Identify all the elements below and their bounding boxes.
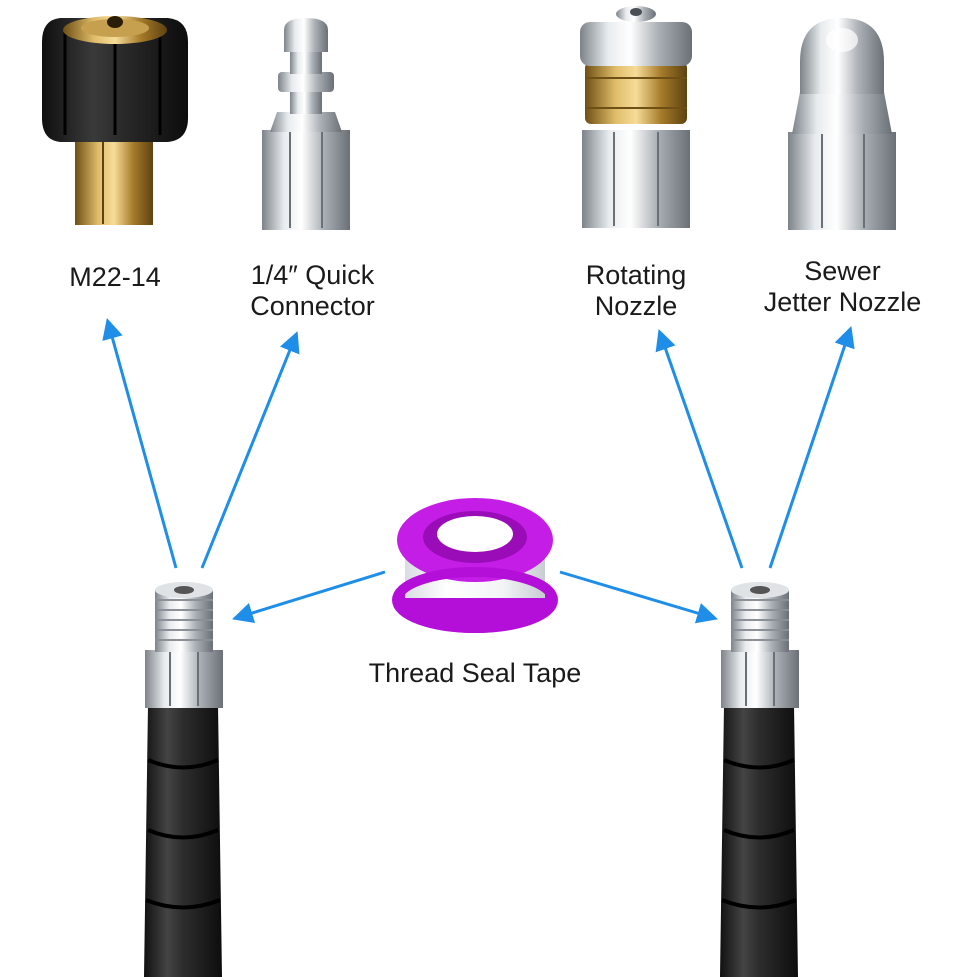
thread-seal-tape-icon bbox=[392, 498, 558, 633]
label-rotating-nozzle-line1: Rotating bbox=[585, 260, 687, 290]
quick-connector-icon bbox=[262, 18, 350, 230]
arrow-m22 bbox=[102, 317, 178, 569]
label-sewer-jetter-line1: Sewer bbox=[804, 256, 881, 286]
arrow-tape-right bbox=[559, 570, 719, 624]
label-quick-connector: 1/4″ Quick Connector bbox=[220, 260, 405, 322]
label-thread-seal-tape: Thread Seal Tape bbox=[330, 658, 620, 689]
arrows bbox=[102, 317, 855, 624]
rotating-nozzle-icon bbox=[580, 6, 692, 228]
label-rotating-nozzle: Rotating Nozzle bbox=[556, 260, 716, 322]
arrow-sewer-jetter bbox=[768, 326, 855, 569]
label-quick-connector-line2: Connector bbox=[250, 291, 375, 321]
arrow-tape-left bbox=[231, 570, 386, 624]
hose-end-right bbox=[720, 582, 799, 977]
label-sewer-jetter-nozzle: Sewer Jetter Nozzle bbox=[735, 256, 950, 318]
label-m22-14-text: M22-14 bbox=[69, 262, 161, 292]
arrow-quick-connector bbox=[200, 331, 300, 569]
label-thread-seal-tape-text: Thread Seal Tape bbox=[368, 658, 582, 688]
label-m22-14: M22-14 bbox=[40, 262, 190, 293]
label-sewer-jetter-line2: Jetter Nozzle bbox=[763, 287, 922, 317]
arrow-rotating-nozzle bbox=[655, 329, 744, 569]
sewer-jetter-nozzle-icon bbox=[788, 18, 896, 230]
label-quick-connector-line1: 1/4″ Quick bbox=[250, 260, 375, 290]
m22-14-fitting-icon bbox=[42, 16, 188, 225]
hose-end-left bbox=[144, 582, 223, 977]
label-rotating-nozzle-line2: Nozzle bbox=[594, 291, 678, 321]
